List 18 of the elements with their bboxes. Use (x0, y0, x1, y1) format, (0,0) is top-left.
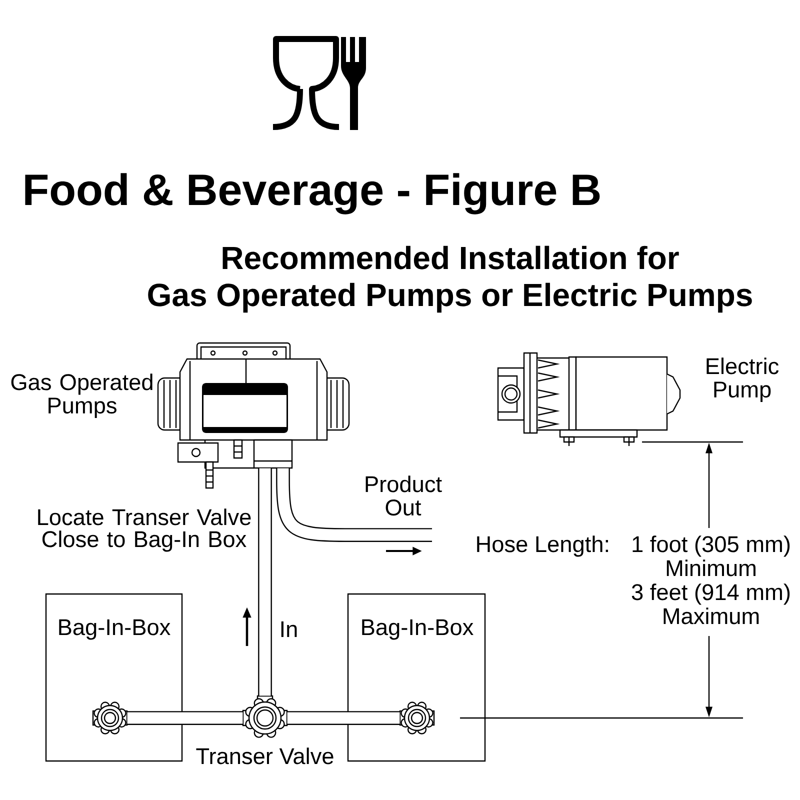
dimension-label: 1 foot (305 mm) (632, 536, 790, 557)
part-label: Gas Operated Pumps (11, 374, 152, 418)
edge-label: Product Out (366, 476, 442, 516)
dimension-label: 3 feet (914 mm) (632, 584, 790, 605)
part-label: Electric Pump (706, 358, 779, 402)
subtitle: Gas Operated Pumps or Electric Pumps (148, 282, 752, 313)
dimension-label: Maximum (664, 608, 759, 624)
note: Locate Transer Valve Close to Bag-In Box (38, 508, 251, 552)
part-label: Transer Valve (196, 748, 334, 764)
hose-fitting (92, 702, 128, 734)
dimension-label: Hose Length: (477, 536, 608, 557)
title: Food & Beverage - Figure B (25, 173, 600, 214)
subtitle: Recommended Installation for (222, 246, 679, 270)
edge-label: In (281, 621, 297, 637)
container-box: Bag-In-Box (347, 593, 486, 762)
hose-fitting (399, 702, 435, 734)
dimension-label: Minimum (666, 560, 756, 576)
container-box: Bag-In-Box (45, 593, 183, 762)
